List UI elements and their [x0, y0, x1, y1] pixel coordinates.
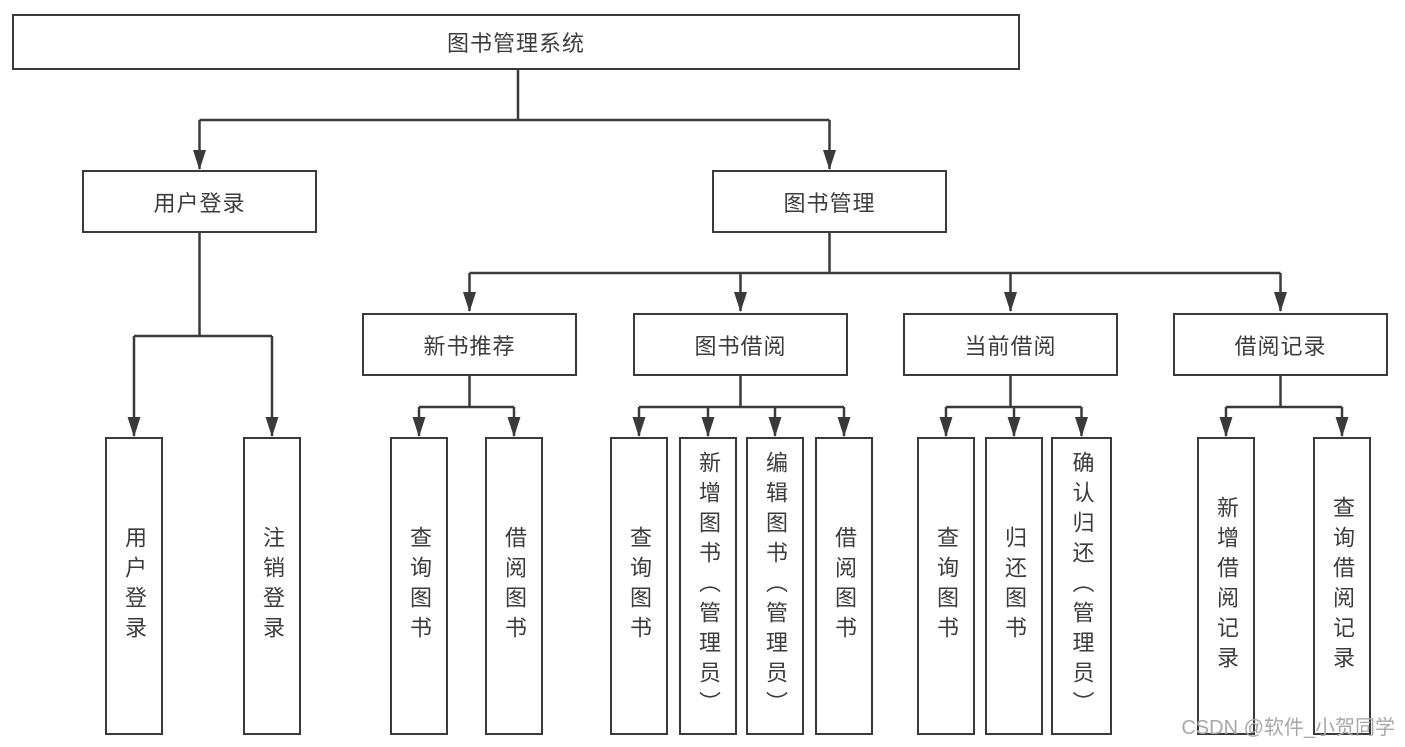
- leaf-current-search-books: 查询图书: [917, 437, 975, 735]
- leaf-recommend-search-books-label: 查询图书: [407, 526, 432, 646]
- node-current-borrowing: 当前借阅: [903, 313, 1118, 376]
- csdn-watermark: CSDN @软件_小贺同学: [1181, 717, 1395, 739]
- node-library-system-label: 图书管理系统: [446, 31, 585, 56]
- node-book-borrowing: 图书借阅: [633, 313, 848, 376]
- leaf-borrowing-borrow-books: 借阅图书: [815, 437, 873, 735]
- node-library-system: 图书管理系统: [12, 14, 1020, 70]
- leaf-current-return-books: 归还图书: [985, 437, 1043, 735]
- leaf-records-add-record: 新增借阅记录: [1197, 437, 1255, 735]
- node-user-login-label: 用户登录: [153, 190, 246, 216]
- leaf-current-return-books-label: 归还图书: [1002, 526, 1027, 646]
- node-book-management: 图书管理: [712, 170, 947, 233]
- node-new-book-recommendation-label: 新书推荐: [423, 333, 516, 359]
- leaf-logout: 注销登录: [243, 437, 301, 735]
- node-current-borrowing-label: 当前借阅: [964, 333, 1057, 359]
- leaf-user-login: 用户登录: [105, 437, 163, 735]
- leaf-records-search-record: 查询借阅记录: [1313, 437, 1371, 735]
- leaf-current-confirm-return-admin-label: 确认归还（管理员）: [1069, 451, 1095, 721]
- node-new-book-recommendation: 新书推荐: [362, 313, 577, 376]
- leaf-recommend-borrow-books: 借阅图书: [485, 437, 543, 735]
- leaf-borrowing-search-books: 查询图书: [610, 437, 668, 735]
- leaf-recommend-search-books: 查询图书: [390, 437, 448, 735]
- leaf-records-search-record-label: 查询借阅记录: [1330, 496, 1355, 676]
- node-book-management-label: 图书管理: [783, 190, 876, 216]
- leaf-borrowing-add-books-admin-label: 新增图书（管理员）: [696, 451, 721, 721]
- leaf-borrowing-borrow-books-label: 借阅图书: [832, 526, 857, 646]
- leaf-recommend-borrow-books-label: 借阅图书: [502, 526, 527, 646]
- leaf-borrowing-add-books-admin: 新增图书（管理员）: [679, 437, 737, 735]
- leaf-user-login-label: 用户登录: [122, 526, 147, 646]
- node-borrowing-records: 借阅记录: [1173, 313, 1388, 376]
- node-borrowing-records-label: 借阅记录: [1234, 333, 1327, 359]
- leaf-records-add-record-label: 新增借阅记录: [1214, 496, 1239, 676]
- leaf-current-confirm-return-admin: 确认归还（管理员）: [1051, 437, 1112, 735]
- leaf-borrowing-edit-books-admin: 编辑图书（管理员）: [746, 437, 804, 735]
- leaf-logout-label: 注销登录: [260, 526, 285, 646]
- leaf-borrowing-edit-books-admin-label: 编辑图书（管理员）: [763, 451, 788, 721]
- node-user-login: 用户登录: [82, 170, 317, 233]
- node-book-borrowing-label: 图书借阅: [694, 333, 787, 359]
- leaf-current-search-books-label: 查询图书: [934, 526, 959, 646]
- leaf-borrowing-search-books-label: 查询图书: [627, 526, 652, 646]
